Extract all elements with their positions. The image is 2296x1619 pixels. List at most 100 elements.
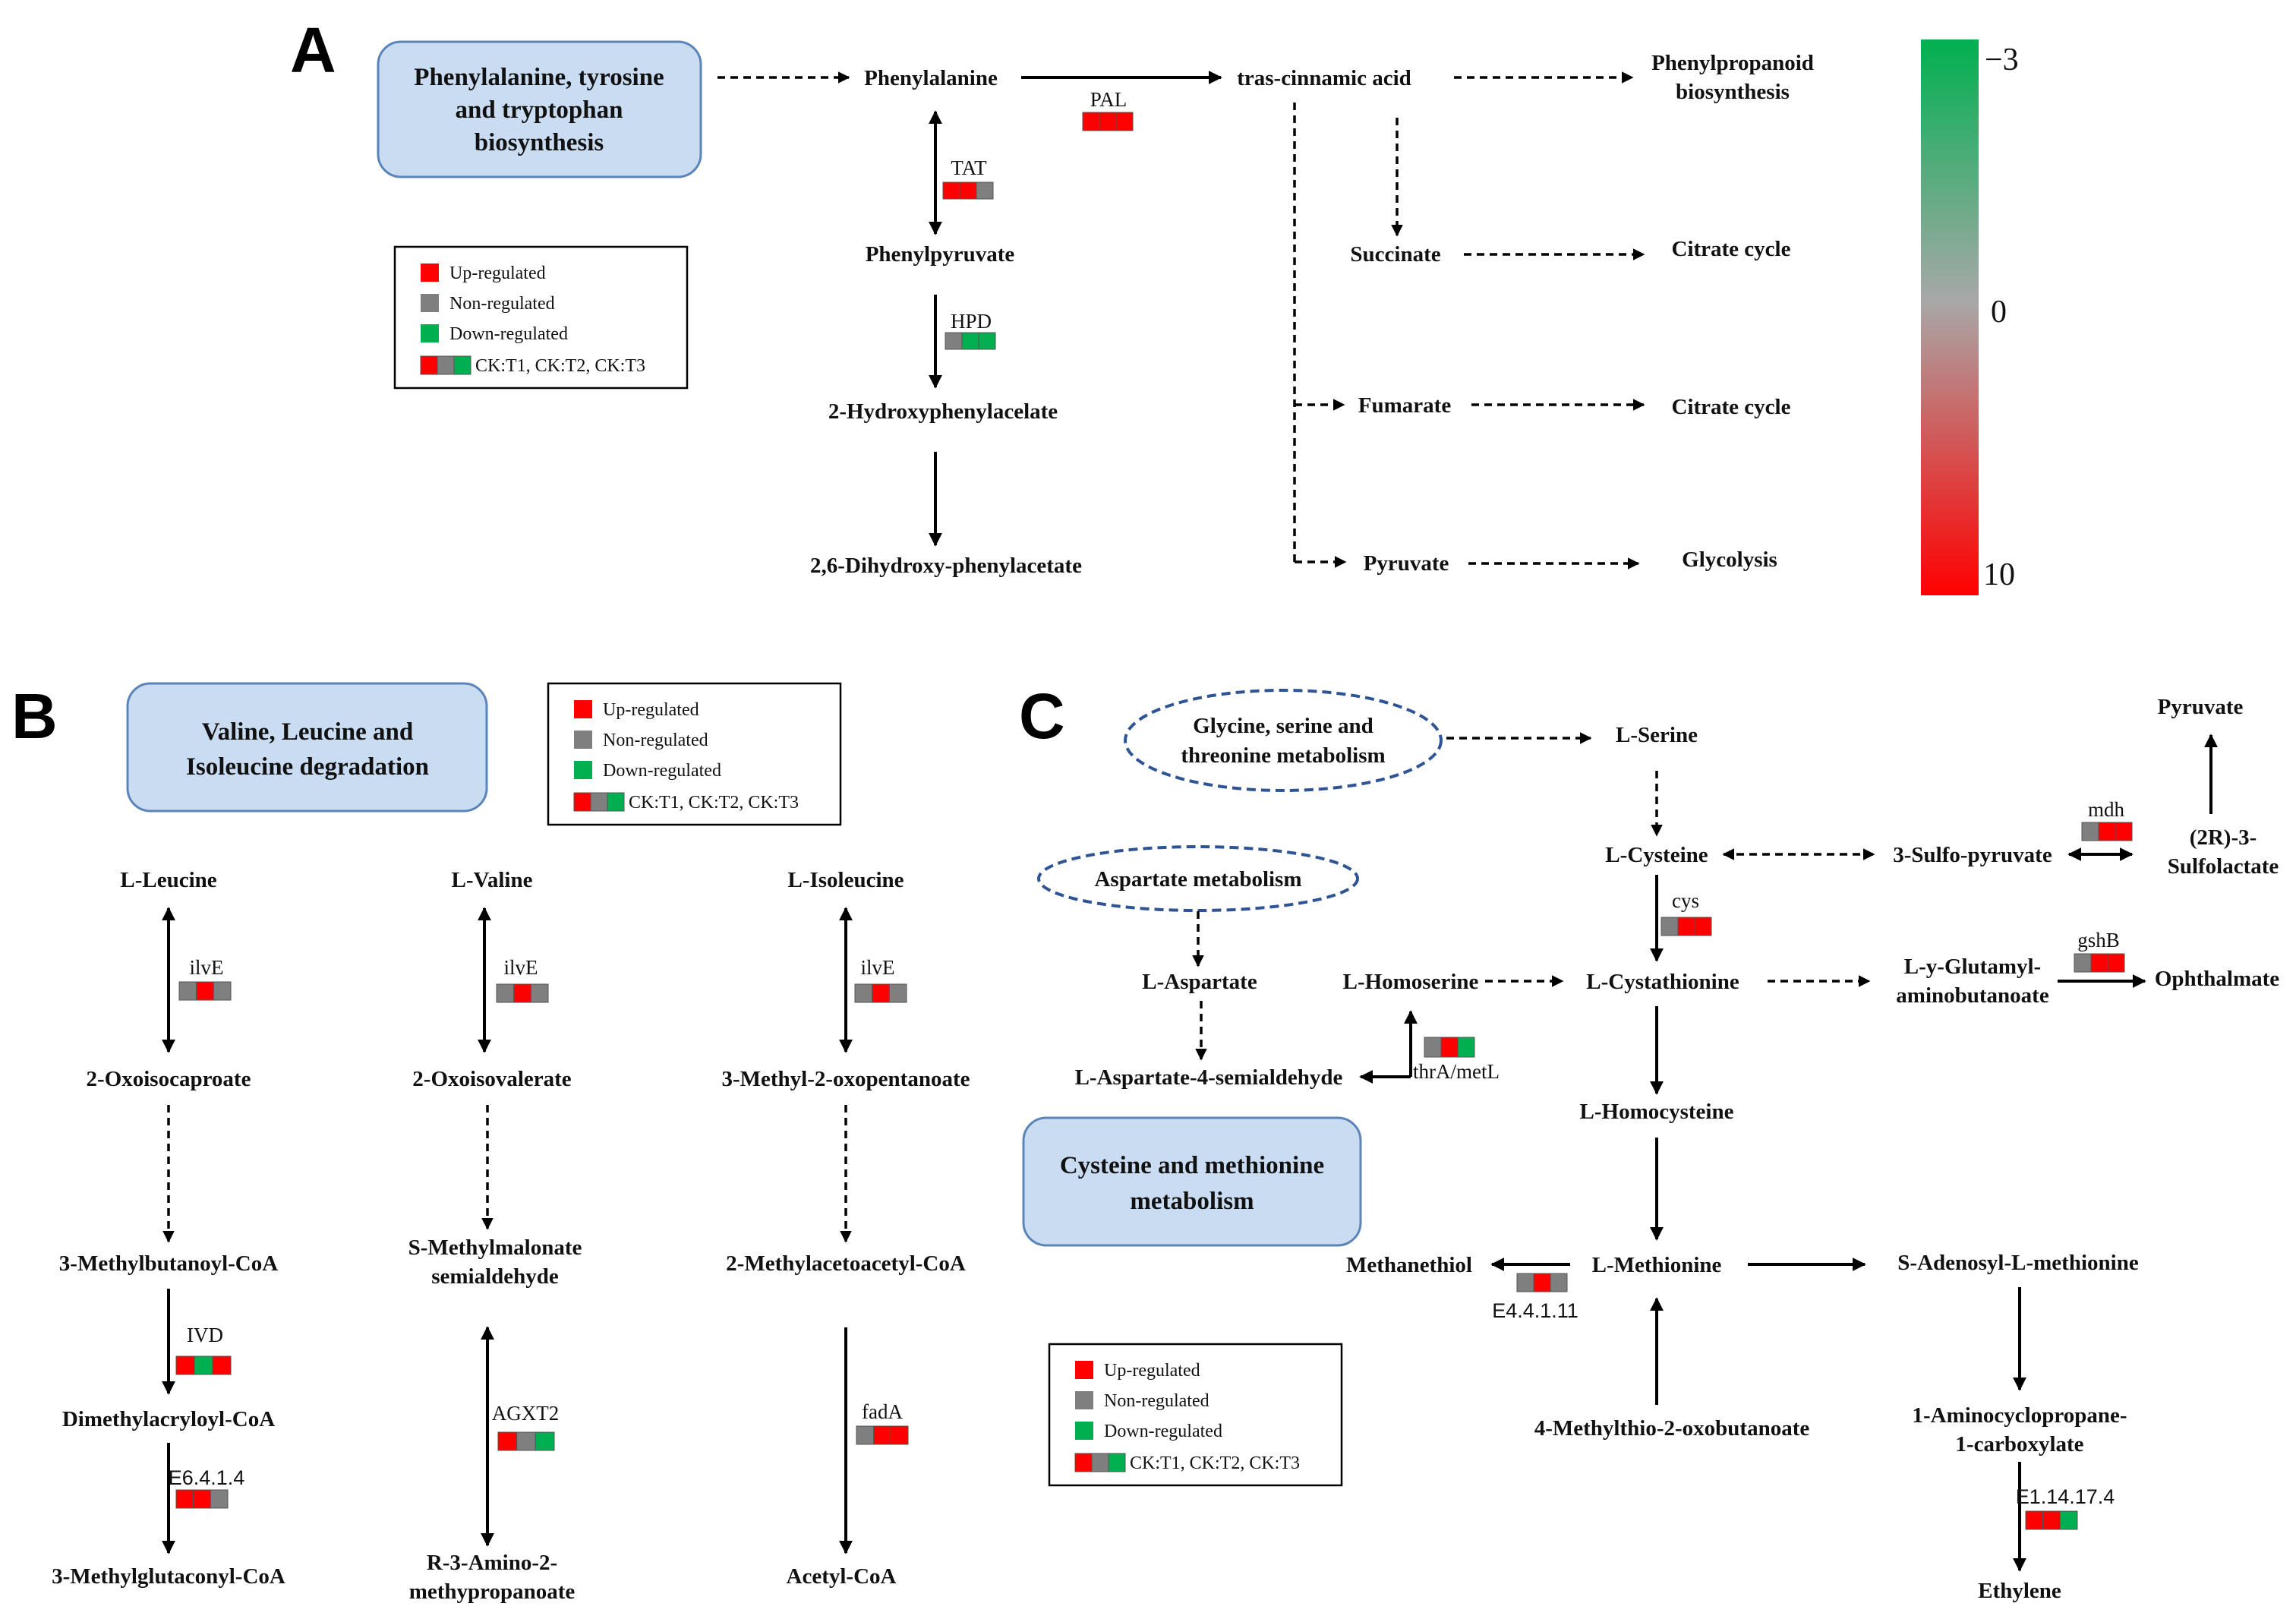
enzyme-thra-metl-bar: [1424, 1037, 1475, 1058]
oval-aspartate-label: Aspartate metabolism: [1094, 867, 1301, 892]
panel-b-pathway-box: [126, 682, 488, 813]
enzyme-ivd-label: IVD: [187, 1324, 223, 1346]
panel-b: B Valine, Leucine and Isoleucine degrada…: [11, 680, 970, 1604]
node-l-aspartate-4-semialdehyde: L-Aspartate-4-semialdehyde: [1075, 1065, 1343, 1090]
legend-up-label: Up-regulated: [1104, 1361, 1200, 1381]
legend-combo-swatch-1: [1074, 1453, 1093, 1472]
enzyme-ilve-3-bar: [854, 983, 907, 1003]
enzyme-fada-bar: [856, 1425, 909, 1445]
expression-segment-2: [2090, 953, 2108, 973]
node-2-oxoisovalerate: 2-Oxoisovalerate: [412, 1067, 572, 1091]
node-acetyl-coa: Acetyl-CoA: [787, 1564, 897, 1589]
panel-a-box-line-1: Phenylalanine, tyrosine: [414, 64, 664, 91]
legend-non-swatch: [574, 731, 592, 749]
legend-combo-swatch-2: [1091, 1453, 1109, 1472]
node-sulfolactate-line-1: (2R)-3-: [2190, 825, 2257, 850]
expression-segment-3: [2115, 822, 2133, 841]
panel-a: A Phenylalanine, tyrosine and tryptophan…: [290, 14, 2019, 595]
node-s-methylmalonate-line-2: semialdehyde: [431, 1264, 559, 1289]
expression-segment-2: [516, 1431, 536, 1451]
legend-non-label: Non-regulated: [449, 294, 555, 314]
node-acc-line-2: 1-carboxylate: [1955, 1432, 2083, 1456]
node-glycolysis: Glycolysis: [1682, 548, 1777, 572]
expression-segment-3: [976, 181, 994, 200]
panel-b-letter: B: [11, 680, 58, 752]
node-3-methylglutaconyl-coa: 3-Methylglutaconyl-CoA: [52, 1564, 285, 1589]
node-glutamyl-line-1: L-y-Glutamyl-: [1904, 955, 2041, 979]
enzyme-gshb-label: gshB: [2077, 929, 2120, 952]
expression-segment-3: [2107, 953, 2125, 973]
expression-segment-1: [856, 1425, 875, 1445]
node-phenylpropanoid-line-1: Phenylpropanoid: [1651, 51, 1814, 75]
enzyme-e1-14-17-4-label: E1.14.17.4: [2016, 1485, 2115, 1508]
legend-non-label: Non-regulated: [1104, 1391, 1210, 1411]
expression-segment-3: [2059, 1510, 2078, 1530]
expression-segment-1: [1660, 917, 1679, 936]
expression-segment-1: [175, 1355, 195, 1375]
expression-segment-3: [210, 1489, 229, 1509]
node-2-hydroxyphenylacelate: 2-Hydroxyphenylacelate: [828, 399, 1058, 424]
enzyme-gshb-bar: [2074, 953, 2125, 973]
legend-up-label: Up-regulated: [449, 264, 546, 283]
expression-segment-2: [1099, 112, 1117, 131]
expression-segment-3: [1457, 1037, 1475, 1058]
legend-up-swatch: [574, 700, 592, 718]
expression-segment-3: [978, 332, 996, 350]
node-2-oxoisocaproate: 2-Oxoisocaproate: [87, 1067, 251, 1091]
node-citrate-cycle-1: Citrate cycle: [1672, 237, 1791, 261]
legend-combo-swatch-1: [420, 355, 438, 375]
panel-c-letter: C: [1019, 680, 1065, 752]
enzyme-ilve-1-bar: [178, 981, 232, 1001]
expression-segment-1: [2025, 1510, 2044, 1530]
expression-segment-1: [497, 1431, 518, 1451]
node-3-methyl-2-oxopentanoate: 3-Methyl-2-oxopentanoate: [721, 1067, 970, 1091]
node-succinate: Succinate: [1350, 242, 1440, 267]
enzyme-e4-4-1-11-label: E4.4.1.11: [1492, 1299, 1578, 1322]
node-sulfolactate-line-2: Sulfolactate: [2168, 854, 2279, 879]
expression-segment-2: [961, 332, 979, 350]
oval-glycine-serine-threonine: [1124, 689, 1443, 792]
legend-up-swatch: [1075, 1361, 1093, 1379]
expression-segment-3: [1694, 917, 1712, 936]
enzyme-mdh-bar: [2081, 822, 2133, 841]
legend-non-swatch: [421, 294, 439, 312]
enzyme-pal-label: PAL: [1090, 88, 1128, 111]
expression-segment-1: [1082, 112, 1100, 131]
node-4-methylthio-2-oxobutanoate: 4-Methylthio-2-oxobutanoate: [1534, 1416, 1810, 1441]
oval-glycine-line-1: Glycine, serine and: [1193, 714, 1374, 738]
legend-combo-swatch-3: [1108, 1453, 1126, 1472]
expression-segment-2: [2042, 1510, 2061, 1530]
node-s-adenosyl-l-methionine: S-Adenosyl-L-methionine: [1897, 1251, 2139, 1275]
enzyme-e4-4-1-11-bar: [1516, 1273, 1568, 1292]
oval-aspartate-metabolism: [1037, 845, 1359, 912]
expression-segment-1: [496, 983, 515, 1003]
legend-combo-swatch-2: [437, 355, 455, 375]
enzyme-fada-label: fadA: [862, 1400, 903, 1423]
expression-segment-2: [872, 983, 890, 1003]
enzyme-ilve-2-label: ilvE: [504, 956, 538, 979]
legend-combo-label: CK:T1, CK:T2, CK:T3: [475, 356, 645, 376]
node-l-leucine: L-Leucine: [120, 868, 216, 892]
node-dihydroxy-phenylacetate: 2,6-Dihydroxy-phenylacetate: [810, 554, 1082, 578]
expression-segment-2: [196, 981, 214, 1001]
node-l-serine: L-Serine: [1616, 723, 1698, 747]
panel-a-box-line-3: biosynthesis: [475, 129, 604, 156]
node-3-sulfo-pyruvate: 3-Sulfo-pyruvate: [1893, 843, 2052, 867]
node-dimethylacryloyl-coa: Dimethylacryloyl-CoA: [62, 1407, 275, 1431]
panel-c-box-line-1: Cysteine and methionine: [1060, 1152, 1324, 1179]
enzyme-cys-label: cys: [1672, 889, 1699, 912]
node-phenylalanine: Phenylalanine: [864, 66, 998, 90]
legend-combo-swatch-1: [573, 792, 591, 812]
expression-segment-3: [890, 1425, 909, 1445]
node-ophthalmate: Ophthalmate: [2155, 967, 2279, 991]
node-acc-line-1: 1-Aminocyclopropane-: [1912, 1403, 2127, 1428]
panel-b-box-line-2: Isoleucine degradation: [186, 753, 429, 781]
node-citrate-cycle-2: Citrate cycle: [1672, 395, 1791, 419]
enzyme-ilve-3-label: ilvE: [861, 956, 895, 979]
expression-segment-2: [1677, 917, 1695, 936]
legend-panel-b: Up-regulatedNon-regulatedDown-regulatedC…: [547, 682, 842, 826]
node-pyruvate-c: Pyruvate: [2158, 695, 2244, 719]
enzyme-hpd-label: HPD: [951, 310, 992, 333]
node-l-methionine: L-Methionine: [1592, 1253, 1722, 1277]
